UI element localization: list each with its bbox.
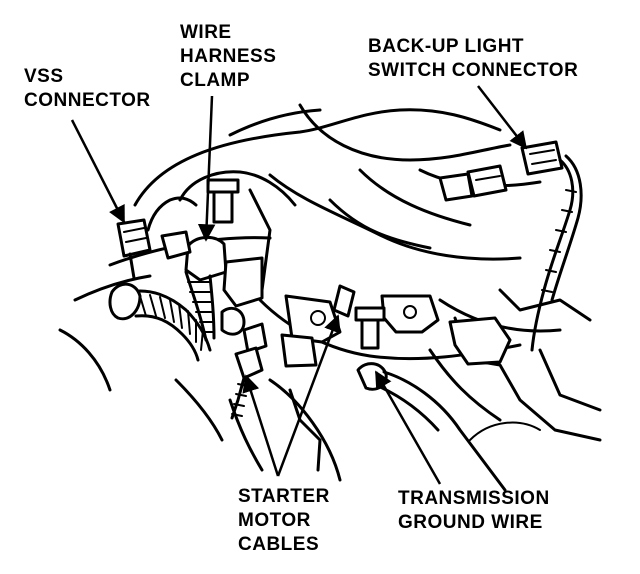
backup-light-switch-connector-label-line-2: SWITCH CONNECTOR (368, 60, 578, 81)
vss-connector-label-line-1: VSS (24, 66, 64, 87)
backup-light-switch-connector-label-line-1: BACK-UP LIGHT (368, 36, 524, 57)
callout-vss-connector: VSS CONNECTOR (24, 66, 151, 111)
vss-connector-label-line-2: CONNECTOR (24, 90, 151, 111)
vss-connector-leader (70, 119, 126, 224)
engine-illustration (58, 103, 602, 492)
starter-motor-cables-leader-1 (242, 374, 280, 477)
transmission-ground-wire-label-line-1: TRANSMISSION (398, 488, 550, 509)
callout-leaders (70, 85, 528, 485)
transmission-ground-wire-leader (374, 370, 442, 485)
wire-harness-clamp-leader (197, 95, 216, 242)
callout-transmission-ground-wire: TRANSMISSION GROUND WIRE (398, 488, 550, 533)
wire-harness-clamp-label-line-1: WIRE (180, 22, 232, 43)
starter-motor-cables-label-line-3: CABLES (238, 534, 319, 555)
callout-starter-motor-cables: STARTER MOTOR CABLES (238, 486, 330, 555)
callout-wire-harness-clamp: WIRE HARNESS CLAMP (180, 22, 276, 91)
starter-motor-cables-label-line-2: MOTOR (238, 510, 311, 531)
wire-harness-clamp-label-line-2: HARNESS (180, 46, 276, 67)
callout-backup-light-switch-connector: BACK-UP LIGHT SWITCH CONNECTOR (368, 36, 578, 81)
wire-harness-clamp-label-line-3: CLAMP (180, 70, 250, 91)
starter-motor-cables-leader-2 (276, 314, 341, 477)
backup-light-switch-connector-leader (477, 85, 528, 150)
starter-motor-cables-label-line-1: STARTER (238, 486, 330, 507)
transmission-ground-wire-label-line-2: GROUND WIRE (398, 512, 543, 533)
